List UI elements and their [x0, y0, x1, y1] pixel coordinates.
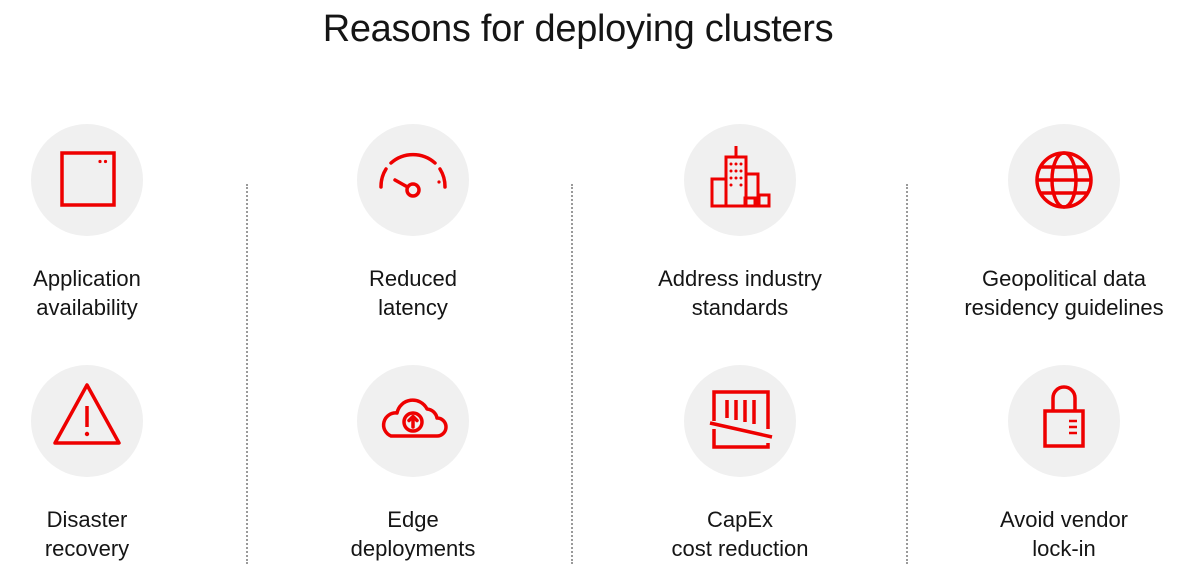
reason-address-industry-standards: Address industry standards: [610, 124, 870, 322]
warning-icon: [53, 383, 121, 445]
reason-label: deployments: [350, 536, 476, 561]
reason-geopolitical-data-residency: Geopolitical data residency guidelines: [934, 124, 1194, 322]
cost-reduction-icon: [709, 390, 773, 449]
icon-circle: [357, 124, 469, 236]
icon-circle: [31, 365, 143, 477]
buildings-icon: [710, 146, 771, 208]
reason-disaster-recovery: Disaster recovery: [0, 365, 217, 563]
reason-label: availability: [36, 295, 138, 320]
reason-label: cost reduction: [671, 536, 809, 561]
reason-label: Application: [33, 266, 141, 291]
reason-label: CapEx: [706, 507, 774, 532]
gauge-icon: [379, 152, 447, 198]
icon-circle: [1008, 365, 1120, 477]
reason-label: Reduced: [368, 266, 458, 291]
reason-label: Address industry: [658, 266, 822, 291]
reason-label: lock-in: [1032, 536, 1096, 561]
window-icon: [60, 151, 116, 207]
reason-avoid-vendor-lock-in: Avoid vendor lock-in: [934, 365, 1194, 563]
reason-label: residency guidelines: [964, 295, 1164, 320]
column-divider: [906, 184, 908, 564]
reason-label: latency: [378, 295, 448, 320]
column-divider: [571, 184, 573, 564]
reason-application-availability: Application availability: [0, 124, 217, 322]
icon-circle: [1008, 124, 1120, 236]
reason-label: Disaster: [46, 507, 128, 532]
icon-circle: [357, 365, 469, 477]
reason-reduced-latency: Reduced latency: [283, 124, 543, 322]
page-title: Reasons for deploying clusters: [322, 8, 834, 50]
reason-capex-cost-reduction: CapEx cost reduction: [610, 365, 870, 563]
reason-edge-deployments: Edge deployments: [283, 365, 543, 563]
reason-label: Geopolitical data: [982, 266, 1146, 291]
reason-label: Edge: [387, 507, 439, 532]
cloud-upload-icon: [381, 398, 448, 438]
icon-circle: [684, 124, 796, 236]
column-divider: [246, 184, 248, 564]
globe-icon: [1035, 151, 1093, 209]
reason-label: recovery: [44, 536, 130, 561]
icon-circle: [31, 124, 143, 236]
icon-circle: [684, 365, 796, 477]
reason-label: standards: [691, 295, 789, 320]
lock-icon: [1043, 385, 1085, 448]
reason-label: Avoid vendor: [999, 507, 1128, 532]
